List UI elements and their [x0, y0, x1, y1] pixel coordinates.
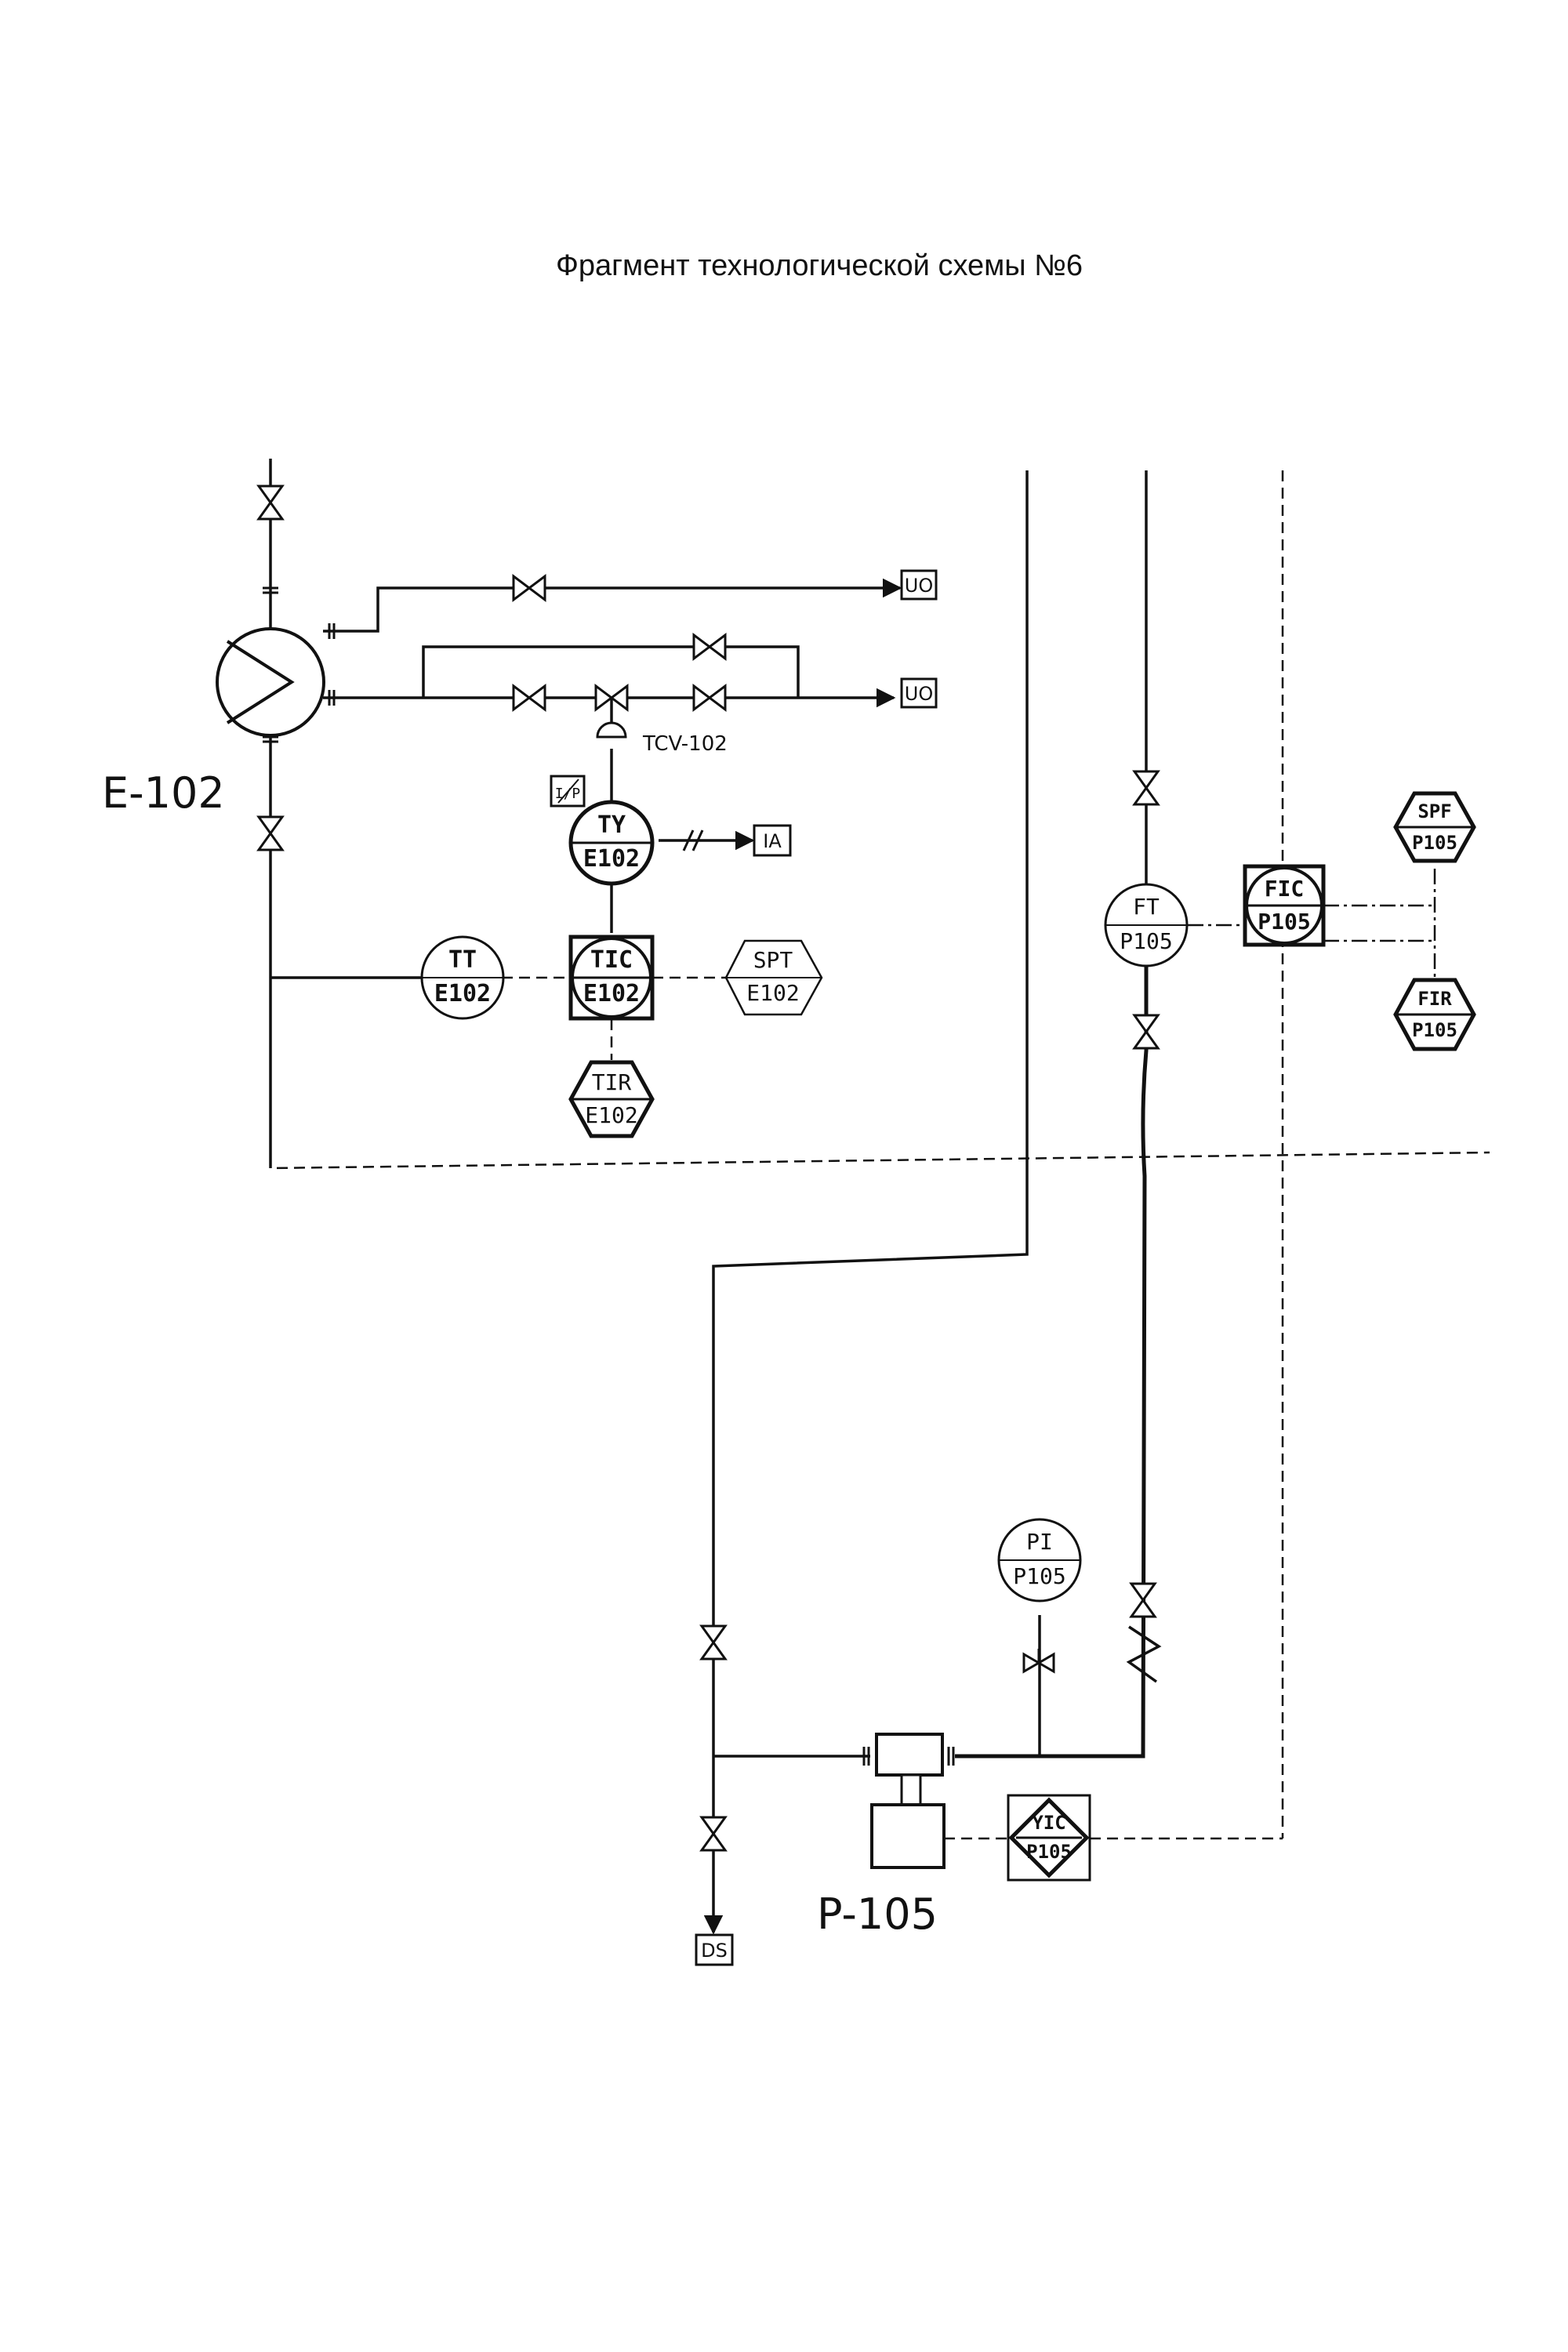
ip-transducer: I/P [550, 775, 586, 808]
control-valve-icon[interactable] [594, 684, 629, 712]
flange-marks [263, 586, 336, 743]
instrument-tir-e102[interactable]: TIR E102 [568, 1060, 655, 1138]
terminal-ia[interactable]: IA [753, 824, 792, 857]
instrument-fic-p105[interactable]: FIC P105 [1243, 864, 1326, 947]
valve-icon[interactable] [1129, 1582, 1157, 1618]
svg-text:P105: P105 [1412, 832, 1457, 854]
svg-text:TT: TT [448, 946, 477, 974]
pump-tag: P-105 [817, 1889, 938, 1939]
instrument-spt-e102[interactable]: SPT E102 [724, 939, 823, 1016]
signal-lines-left [269, 749, 1490, 1170]
instrument-tt-e102[interactable]: TT E102 [420, 935, 505, 1020]
svg-text:P105: P105 [1258, 909, 1310, 935]
svg-text:P105: P105 [1412, 1019, 1457, 1041]
control-valve-tag: TCV-102 [642, 732, 728, 756]
instrument-yic-p105[interactable]: YIC P105 [1007, 1794, 1091, 1882]
valve-actuator-icon [596, 721, 627, 739]
valve-icon[interactable] [256, 815, 285, 851]
svg-text:FIC: FIC [1265, 876, 1305, 902]
svg-text:P105: P105 [1120, 928, 1172, 954]
process-lines-right [703, 470, 1436, 1935]
valve-icon[interactable] [692, 633, 727, 661]
page-title: Фрагмент технологической схемы №6 [555, 249, 1083, 282]
check-valve-icon [1126, 1625, 1162, 1683]
svg-text:SPF: SPF [1417, 800, 1451, 822]
svg-text:DS: DS [701, 1940, 728, 1962]
valve-icon[interactable] [512, 684, 546, 712]
svg-text:FIR: FIR [1417, 988, 1452, 1010]
svg-text:E102: E102 [585, 1102, 637, 1128]
svg-text:E102: E102 [434, 980, 491, 1007]
svg-text:IA: IA [763, 830, 782, 852]
valve-icon[interactable] [256, 485, 285, 521]
valve-icon[interactable] [699, 1624, 728, 1661]
svg-text:SPT: SPT [753, 947, 793, 973]
svg-text:PI: PI [1026, 1529, 1053, 1555]
instrument-ft-p105[interactable]: FT P105 [1104, 883, 1189, 967]
heat-exchanger-tag: E-102 [102, 768, 225, 818]
manual-valves [256, 485, 727, 851]
svg-text:TIR: TIR [592, 1069, 632, 1095]
instrument-spf-p105[interactable]: SPF P105 [1393, 791, 1476, 863]
valve-icon[interactable] [692, 684, 727, 712]
valve-icon[interactable] [1132, 1014, 1160, 1050]
svg-text:E102: E102 [583, 845, 640, 873]
valve-icon[interactable] [1132, 770, 1160, 806]
instrument-ty-e102[interactable]: TY E102 [568, 800, 655, 886]
svg-text:FT: FT [1133, 894, 1160, 920]
terminal-uo-bottom[interactable]: UO [900, 677, 938, 709]
svg-text:I/P: I/P [555, 786, 581, 802]
pi-valve-icon[interactable] [1022, 1649, 1055, 1674]
svg-text:E102: E102 [746, 980, 799, 1006]
svg-text:E102: E102 [583, 980, 640, 1007]
instrument-tic-e102[interactable]: TIC E102 [568, 935, 655, 1021]
svg-text:P105: P105 [1013, 1563, 1065, 1589]
svg-text:TIC: TIC [590, 946, 633, 974]
svg-text:UO: UO [905, 575, 933, 597]
valve-icon[interactable] [512, 574, 546, 602]
terminal-uo-top[interactable]: UO [900, 569, 938, 601]
svg-text:UO: UO [905, 683, 933, 705]
instrument-pi-p105[interactable]: PI P105 [997, 1518, 1082, 1602]
svg-text:TY: TY [597, 811, 626, 839]
valve-icon[interactable] [699, 1816, 728, 1852]
terminal-ds[interactable]: DS [695, 1933, 734, 1966]
svg-text:YIC: YIC [1032, 1812, 1065, 1834]
pump-p105[interactable] [862, 1733, 955, 1869]
manual-valves-right [699, 770, 1160, 1852]
instrument-fir-p105[interactable]: FIR P105 [1393, 978, 1476, 1051]
heat-exchanger-e102[interactable] [216, 627, 325, 737]
svg-text:P105: P105 [1026, 1841, 1072, 1863]
